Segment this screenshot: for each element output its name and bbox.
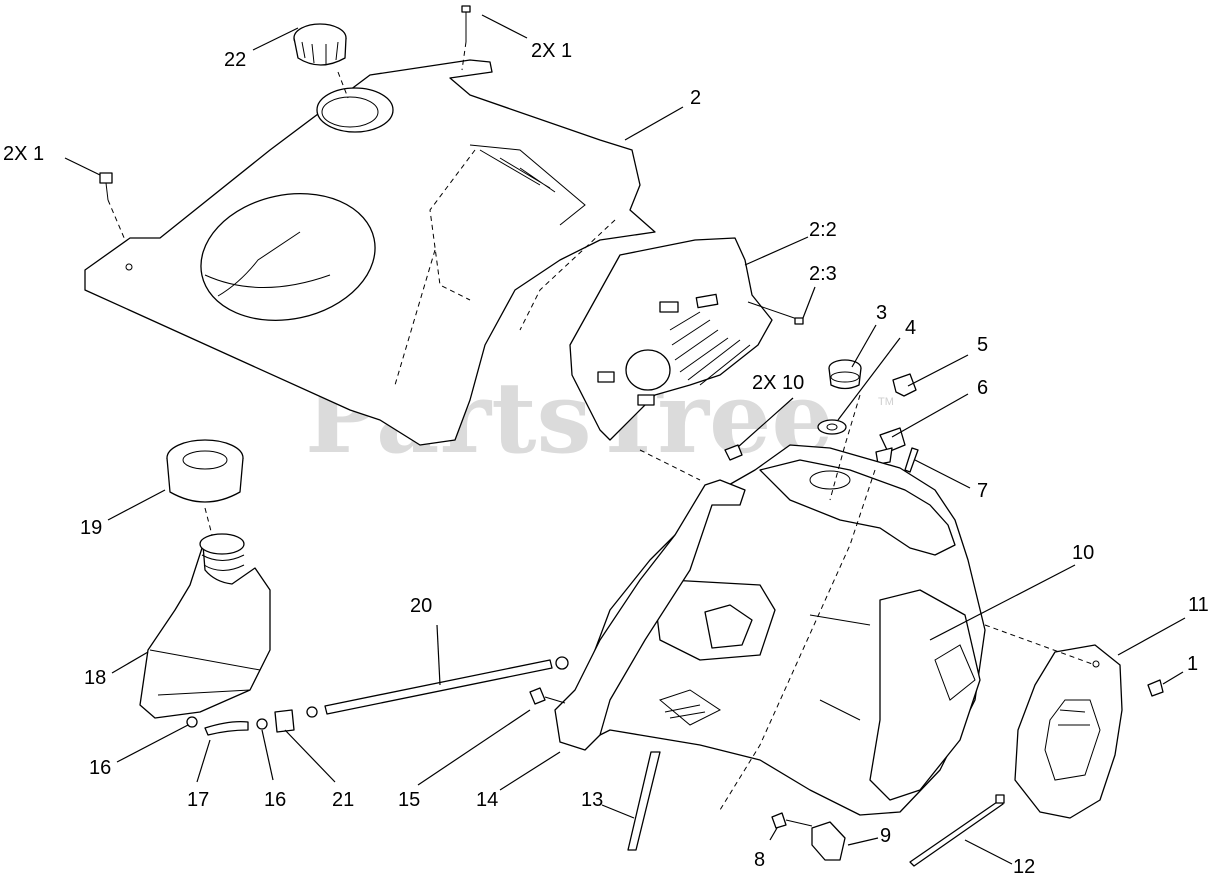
part-12-cable-tie [909, 794, 1005, 867]
callout-13: 13 [581, 789, 603, 811]
callout-2x1-left: 2X 1 [3, 143, 44, 165]
callout-6: 6 [977, 377, 988, 399]
callout-8: 8 [754, 849, 765, 871]
callout-2-3: 2:3 [809, 263, 837, 285]
part-19-grommet [166, 439, 244, 503]
part-10-clip-upper [724, 444, 743, 461]
leader-lines [64, 14, 1186, 865]
callout-11: 11 [1188, 594, 1209, 616]
part-13-rod [627, 751, 661, 851]
part-5-key [892, 373, 917, 397]
part-14-bracket [554, 479, 746, 751]
callout-22: 22 [224, 49, 246, 71]
part-20-fuel-line [324, 656, 569, 715]
callout-16a: 16 [89, 757, 111, 779]
part-1-screw-top [461, 5, 471, 71]
callout-21: 21 [332, 789, 354, 811]
callout-20: 20 [410, 595, 432, 617]
callout-2x10: 2X 10 [752, 372, 804, 394]
part-8-screw [771, 812, 813, 829]
part-1-screw-right [1147, 679, 1164, 697]
part-3-grommet [828, 359, 862, 390]
callout-5: 5 [977, 334, 988, 356]
part-2-upper-shroud [84, 59, 656, 446]
part-4-washer [817, 419, 847, 435]
part-9-clip [811, 821, 846, 861]
callout-16b: 16 [264, 789, 286, 811]
callout-1: 1 [1187, 653, 1198, 675]
callout-2x1-top: 2X 1 [531, 40, 572, 62]
callout-10: 10 [1072, 542, 1094, 564]
part-22-cap [293, 23, 347, 66]
part-6-switch [875, 427, 906, 465]
part-2-2-side-panel [569, 237, 773, 441]
part-2-3-screw [747, 301, 804, 325]
callout-17: 17 [187, 789, 209, 811]
callout-14: 14 [476, 789, 498, 811]
part-15-bolt [529, 687, 566, 705]
part-1-screw-left [99, 172, 126, 241]
part-18-fuel-tank [139, 533, 271, 719]
part-7-pin [904, 447, 919, 473]
callout-4: 4 [905, 317, 916, 339]
callout-19: 19 [80, 517, 102, 539]
callout-7: 7 [977, 480, 988, 502]
callout-15: 15 [398, 789, 420, 811]
watermark-trademark: TM [878, 396, 894, 408]
assembly-guides [204, 71, 861, 536]
callout-3: 3 [876, 302, 887, 324]
callout-2-2: 2:2 [809, 219, 837, 241]
callout-labels: 22 2X 1 2 2X 1 2:2 2:3 3 4 5 6 2X 10 7 1… [3, 40, 1209, 878]
callout-12: 12 [1013, 856, 1035, 878]
fuel-fittings [186, 706, 318, 736]
part-11-cover [984, 624, 1123, 819]
callout-2: 2 [690, 87, 701, 109]
callout-18: 18 [84, 667, 106, 689]
callout-9: 9 [880, 825, 891, 847]
